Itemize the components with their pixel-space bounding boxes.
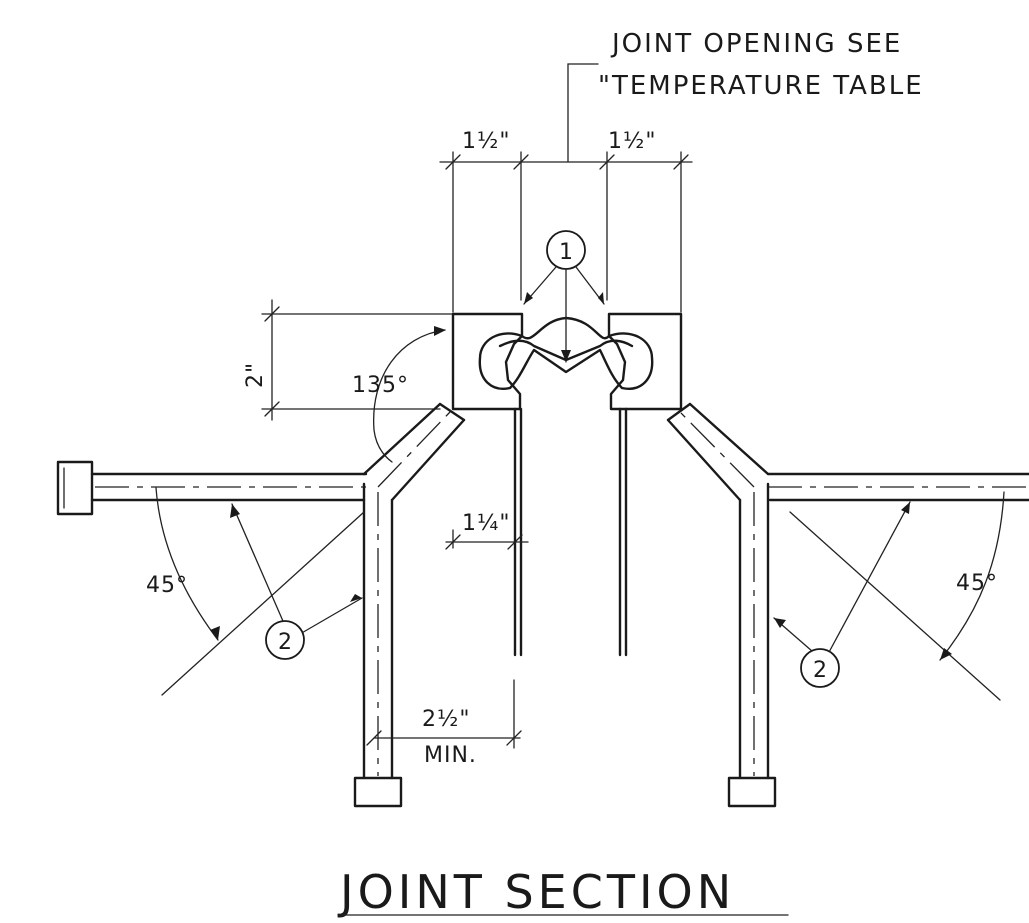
callout-anchor-left: 2 [278, 630, 293, 655]
right-anchor [666, 402, 1029, 808]
top-dimension-lines [439, 151, 693, 313]
drawing-title: JOINT SECTION [337, 865, 735, 919]
dim-web-offset: 1¼" [462, 511, 510, 536]
height-dimension [261, 299, 453, 421]
joint-opening-note: JOINT OPENING SEE "TEMPERATURE TABLE [567, 29, 924, 163]
callout-seal: 1 [559, 240, 574, 265]
dim-top-left: 1½" [462, 129, 510, 154]
dim-top-right: 1½" [608, 129, 656, 154]
dim-height: 2" [243, 362, 268, 388]
note-line-2: "TEMPERATURE TABLE [598, 71, 924, 101]
dim-angle-right: 45° [956, 571, 998, 596]
dim-bottom-offset: 2½" [422, 707, 470, 732]
callout-anchor-right: 2 [813, 658, 828, 683]
dim-bottom-offset-note: MIN. [424, 743, 477, 768]
note-leader [567, 63, 599, 163]
dim-angle-left: 45° [146, 573, 188, 598]
dim-angle-top: 135° [352, 373, 409, 398]
left-anchor [56, 326, 529, 808]
note-line-1: JOINT OPENING SEE [610, 29, 902, 59]
seal-callout [523, 230, 605, 363]
seal-assembly [451, 312, 683, 657]
